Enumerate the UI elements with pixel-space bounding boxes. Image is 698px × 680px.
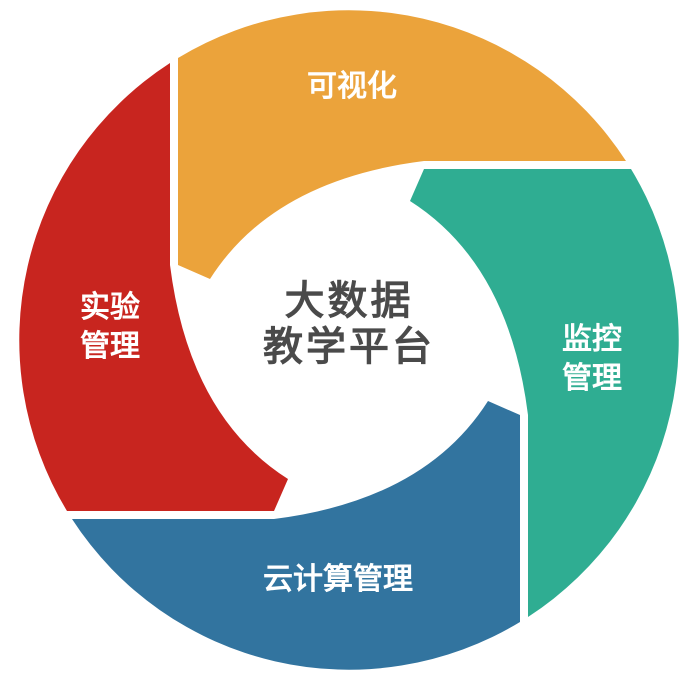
- center-title-line2: 教学平台: [263, 325, 435, 369]
- segment-cloud-computing-shape: [72, 401, 520, 670]
- segment-monitoring-label-line1: 监控: [562, 323, 622, 356]
- segment-experiment-label-line1: 实验: [80, 290, 140, 324]
- segment-cloud-computing-label: 云计算管理: [263, 562, 413, 596]
- segment-visualization-shape: [178, 10, 626, 279]
- segment-monitoring-shape: [410, 169, 679, 617]
- segment-visualization-label: 可视化: [307, 70, 397, 103]
- center-title-line1: 大数据: [285, 279, 414, 323]
- segment-experiment-shape: [19, 63, 288, 511]
- segment-experiment-label-line2: 管理: [80, 330, 140, 363]
- segment-monitoring-label-line2: 管理: [562, 362, 622, 395]
